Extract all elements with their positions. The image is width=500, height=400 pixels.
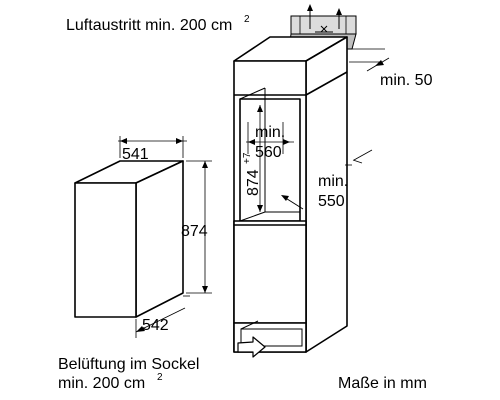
niche-depth-arrow — [281, 195, 304, 210]
niche-height-tolerance: +7 — [242, 152, 253, 164]
exhaust-arrows — [307, 4, 342, 33]
niche-opening — [239, 87, 301, 222]
appliance-height-dimension — [186, 160, 212, 294]
cabinet-lower-door — [233, 220, 307, 324]
vent-gap-dimension — [347, 48, 390, 72]
air-outlet-note-superscript: 2 — [244, 14, 250, 25]
niche-width-label: 560 — [255, 144, 282, 161]
plinth-ventilation-note-line2: min. 200 cm — [58, 375, 145, 392]
plinth-ventilation-note-superscript: 2 — [157, 372, 163, 383]
niche-width-dimension — [246, 122, 294, 154]
appliance-height-label: 874 — [181, 223, 208, 240]
appliance-width-label: 541 — [122, 146, 149, 163]
vent-gap-label: min. 50 — [380, 72, 433, 89]
niche-height-label: 874 — [245, 169, 262, 196]
niche-height-dimension — [257, 105, 263, 212]
niche-depth-prefix: min. — [318, 173, 348, 190]
niche-width-prefix: min. — [255, 124, 285, 141]
appliance-drawing — [74, 160, 184, 318]
niche-depth-dimension — [345, 149, 373, 166]
air-outlet-note: Luftaustritt min. 200 cm — [66, 17, 232, 34]
appliance-depth-dimension — [135, 295, 190, 338]
appliance-depth-label: 542 — [142, 317, 169, 334]
units-note: Maße in mm — [338, 375, 427, 392]
cabinet-upper-panel — [234, 71, 348, 96]
appliance-width-dimension — [118, 136, 187, 158]
niche-depth-label: 550 — [318, 193, 345, 210]
plinth-ventilation-note-line1: Belüftung im Sockel — [58, 356, 199, 373]
plinth-ventilation-arrow — [237, 336, 266, 358]
